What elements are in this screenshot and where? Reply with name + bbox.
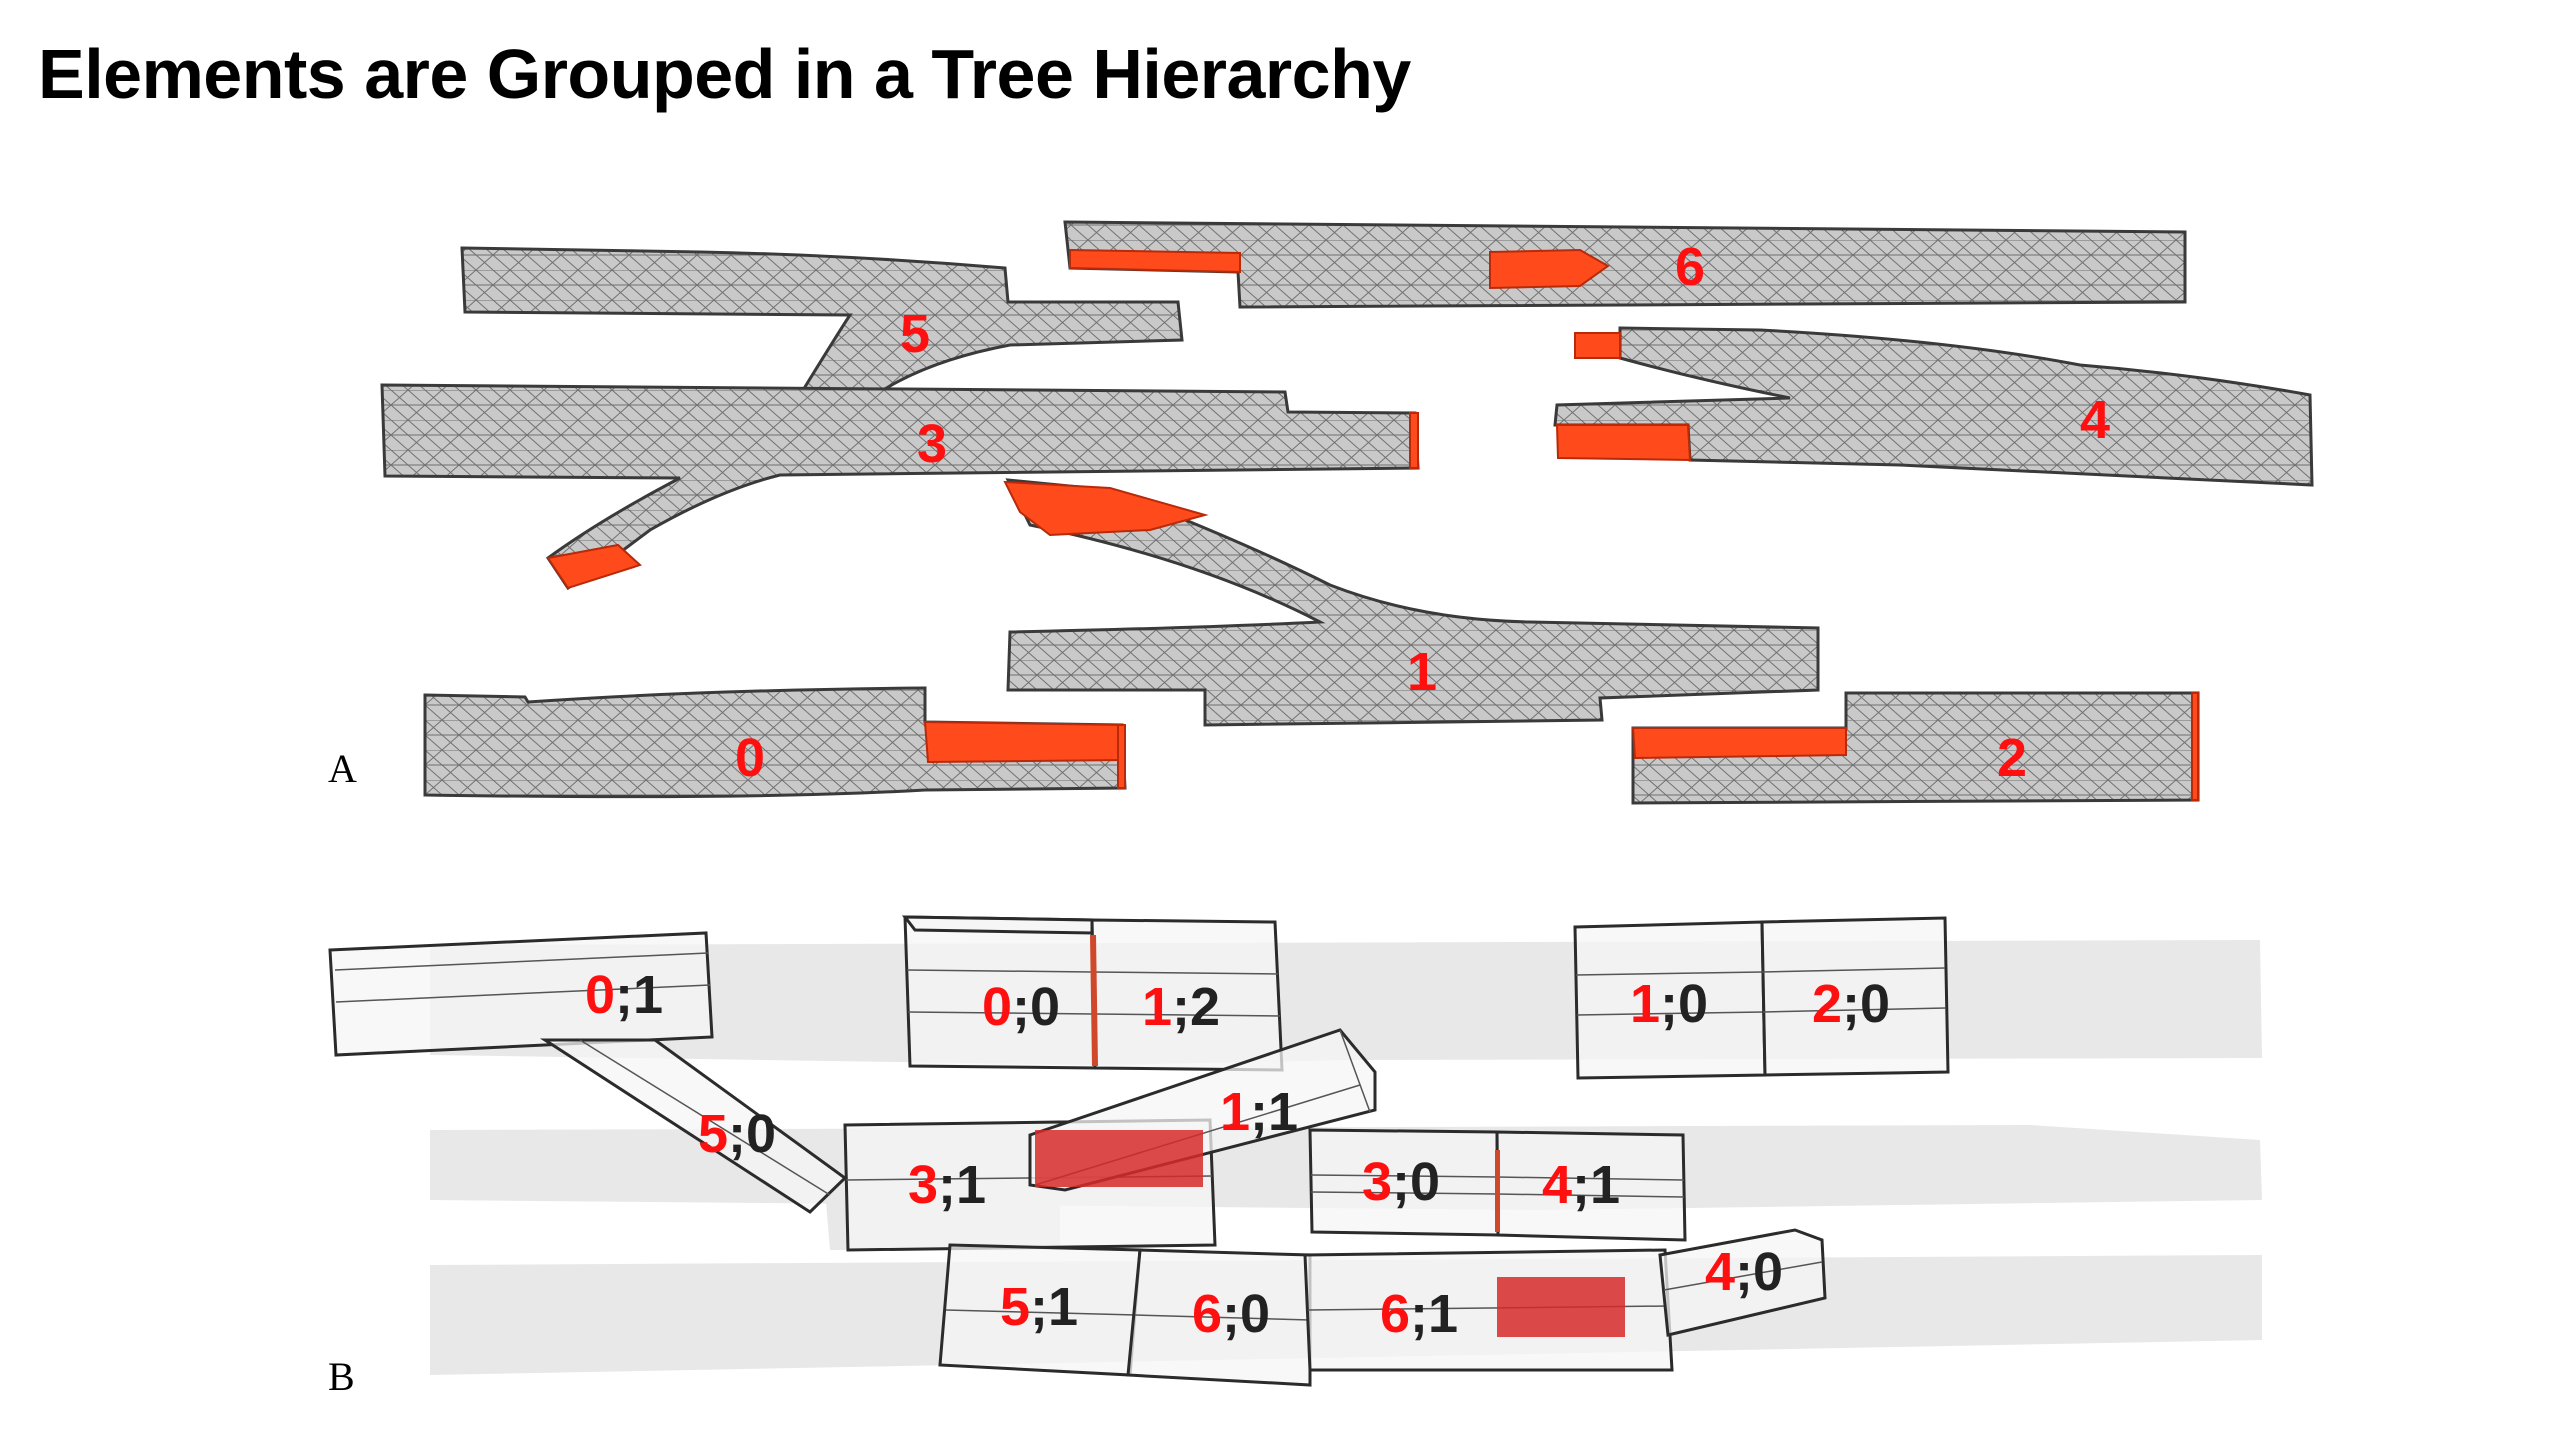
label-element-0: 0: [735, 728, 765, 788]
node-label-3-1: 3 ;1: [908, 1155, 986, 1215]
node-group: 0: [585, 965, 615, 1025]
box-1-0: [1573, 920, 1767, 1080]
panel-b: 0 ;1 5 ;0 0 ;0 1 ;2 1 ;1 3 ;1: [328, 915, 2262, 1399]
node-index: ;0: [1392, 1152, 1440, 1212]
node-label-1-2: 1 ;2: [1142, 977, 1220, 1037]
mesh-element-3: [380, 383, 1420, 591]
node-group: 3: [1362, 1152, 1392, 1212]
node-group: 1: [1142, 977, 1172, 1037]
box-4-0: [1658, 1228, 1827, 1337]
label-element-6: 6: [1675, 237, 1705, 297]
node-label-6-1: 6 ;1: [1380, 1284, 1458, 1344]
node-index: ;0: [1735, 1242, 1783, 1302]
node-group: 5: [698, 1104, 728, 1164]
node-label-1-1: 1 ;1: [1220, 1082, 1298, 1142]
panel-a: 5 6 3 4 1 0 2 A: [328, 220, 2314, 805]
node-label-2-0: 2 ;0: [1812, 974, 1890, 1034]
label-element-3: 3: [917, 414, 947, 474]
highlight-block-6-1: [1497, 1277, 1625, 1337]
node-label-5-0: 5 ;0: [698, 1104, 776, 1164]
slide-title: Elements are Grouped in a Tree Hierarchy: [38, 35, 1411, 113]
mesh-element-4: [1553, 326, 2314, 487]
node-index: ;0: [1660, 974, 1708, 1034]
node-index: ;0: [1012, 977, 1060, 1037]
node-group: 6: [1380, 1284, 1410, 1344]
node-group: 2: [1812, 974, 1842, 1034]
mesh-element-5: [460, 246, 1184, 397]
node-group: 3: [908, 1155, 938, 1215]
mesh-element-1: [1003, 478, 1820, 727]
node-label-0-1: 0 ;1: [585, 965, 663, 1025]
panel-a-label: A: [328, 746, 357, 791]
node-label-1-0: 1 ;0: [1630, 974, 1708, 1034]
node-index: ;1: [615, 965, 663, 1025]
mesh-element-2: [1631, 691, 2200, 805]
node-index: ;1: [1410, 1284, 1458, 1344]
box-6-0: [1126, 1248, 1312, 1387]
node-index: ;0: [1222, 1284, 1270, 1344]
node-index: ;1: [938, 1155, 986, 1215]
node-group: 4: [1705, 1242, 1735, 1302]
node-index: ;0: [728, 1104, 776, 1164]
label-element-5: 5: [900, 304, 930, 364]
node-index: ;1: [1250, 1082, 1298, 1142]
node-group: 4: [1542, 1155, 1572, 1215]
label-element-1: 1: [1407, 642, 1437, 702]
node-label-3-0: 3 ;0: [1362, 1152, 1440, 1212]
node-index: ;2: [1172, 977, 1220, 1037]
highlight-block-3-1: [1035, 1130, 1203, 1187]
node-group: 1: [1220, 1082, 1250, 1142]
node-label-6-0: 6 ;0: [1192, 1284, 1270, 1344]
node-group: 6: [1192, 1284, 1222, 1344]
node-group: 5: [1000, 1277, 1030, 1337]
node-index: ;0: [1842, 974, 1890, 1034]
node-label-0-0: 0 ;0: [982, 977, 1060, 1037]
box-4-1: [1495, 1130, 1687, 1242]
node-group: 1: [1630, 974, 1660, 1034]
node-label-4-0: 4 ;0: [1705, 1242, 1783, 1302]
mesh-element-6: [1063, 220, 2187, 309]
box-0-1: [328, 931, 714, 1057]
node-label-5-1: 5 ;1: [1000, 1277, 1078, 1337]
label-element-4: 4: [2080, 390, 2110, 450]
panel-b-label: B: [328, 1354, 355, 1399]
box-2-0: [1760, 916, 1950, 1077]
label-element-2: 2: [1997, 728, 2027, 788]
node-label-4-1: 4 ;1: [1542, 1155, 1620, 1215]
mesh-element-0: [423, 686, 1127, 799]
node-group: 0: [982, 977, 1012, 1037]
node-index: ;1: [1030, 1277, 1078, 1337]
node-index: ;1: [1572, 1155, 1620, 1215]
